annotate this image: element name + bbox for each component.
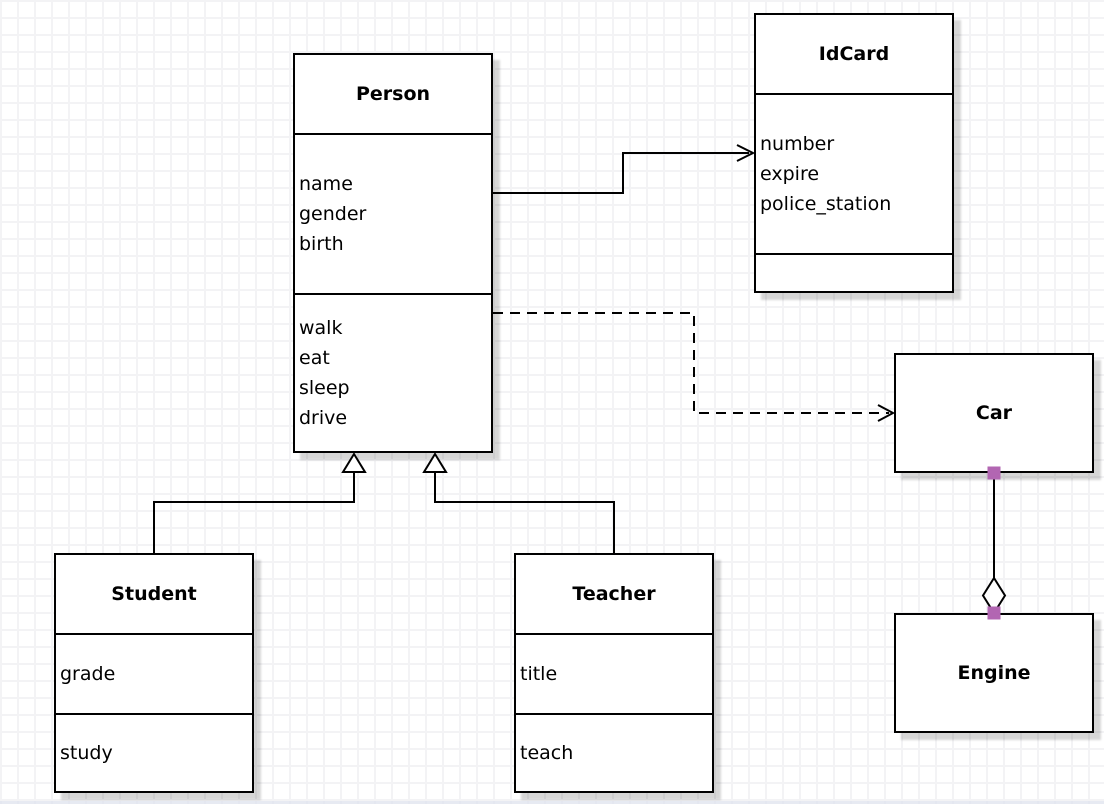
attribute-name: name	[299, 173, 353, 195]
class-engine-title: Engine	[957, 662, 1031, 684]
method-eat: eat	[299, 347, 330, 369]
edge-teacher-person-generalization[interactable]	[422, 452, 615, 553]
class-student-title: Student	[111, 583, 197, 605]
hollow-triangle-arrowhead	[341, 452, 367, 473]
class-person-title: Person	[355, 83, 431, 105]
class-idcard-methods-empty	[756, 253, 952, 291]
open-arrowhead	[877, 404, 896, 422]
edge-car-engine-aggregation[interactable]	[981, 466, 1007, 620]
class-teacher-methods: teach	[516, 713, 712, 791]
method-sleep: sleep	[299, 377, 350, 399]
attribute-expire: expire	[760, 163, 820, 185]
class-teacher-title: Teacher	[572, 583, 656, 605]
class-teacher[interactable]: Teacher title teach	[514, 553, 714, 793]
class-car[interactable]: Car	[894, 353, 1094, 473]
edge-person-car-dependency[interactable]	[493, 312, 896, 422]
class-student[interactable]: Student grade study	[54, 553, 254, 793]
class-car-title: Car	[975, 402, 1013, 424]
class-person[interactable]: Person name gender birth walk eat sleep …	[293, 53, 493, 453]
method-walk: walk	[299, 317, 343, 339]
edge-person-idcard-association[interactable]	[493, 144, 756, 194]
attribute-police-station: police_station	[760, 193, 892, 215]
attribute-gender: gender	[299, 203, 367, 225]
attribute-number: number	[760, 133, 835, 155]
hollow-diamond-marker	[981, 576, 1007, 615]
class-idcard-attributes: number expire police_station	[756, 93, 952, 253]
class-engine[interactable]: Engine	[894, 613, 1094, 733]
attribute-title: title	[520, 663, 558, 685]
class-person-attributes: name gender birth	[295, 133, 491, 293]
method-teach: teach	[520, 742, 574, 764]
class-teacher-attributes: title	[516, 633, 712, 713]
class-person-methods: walk eat sleep drive	[295, 293, 491, 451]
canvas-bottom-edge	[0, 801, 1104, 804]
hollow-triangle-arrowhead	[422, 452, 448, 473]
edge-student-person-generalization[interactable]	[153, 452, 367, 553]
class-idcard-title: IdCard	[818, 43, 890, 65]
attribute-grade: grade	[60, 663, 116, 685]
method-drive: drive	[299, 407, 348, 429]
class-student-attributes: grade	[56, 633, 252, 713]
class-student-methods: study	[56, 713, 252, 791]
method-study: study	[60, 742, 113, 764]
attribute-birth: birth	[299, 233, 344, 255]
class-idcard[interactable]: IdCard number expire police_station	[754, 13, 954, 293]
